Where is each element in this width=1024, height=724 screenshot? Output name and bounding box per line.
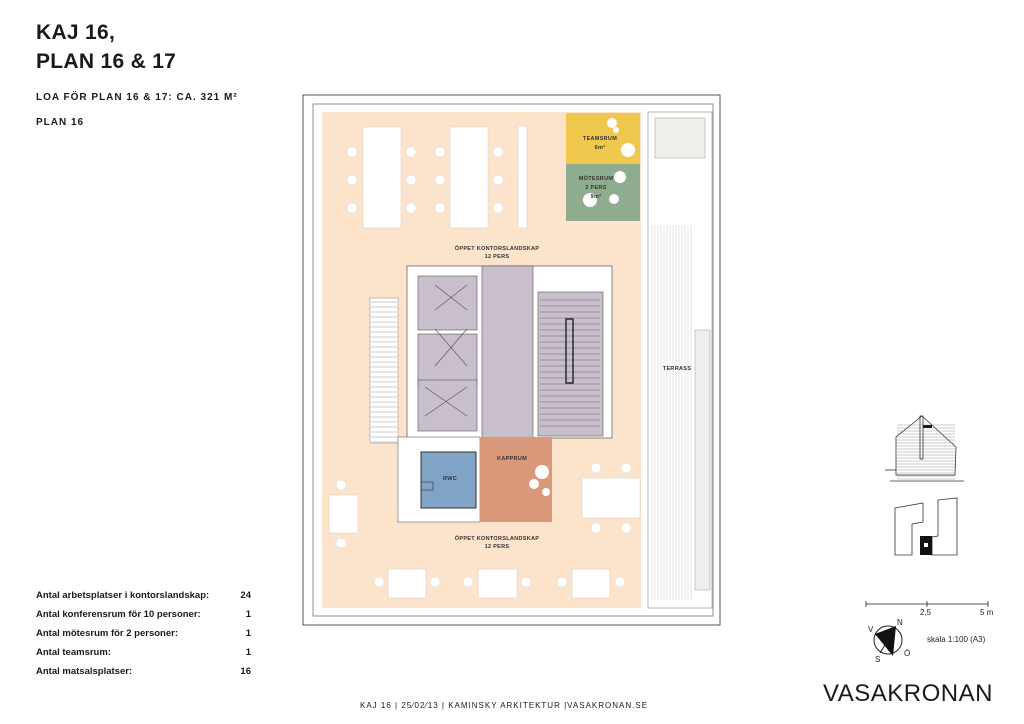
scale-bar [865, 601, 989, 607]
facade-line [312, 103, 714, 617]
chair [520, 576, 532, 588]
stat-label: Antal matsalsplatser: [36, 666, 133, 677]
label-open-office-top: ÖPPET KONTORSLANDSKAP [455, 245, 539, 252]
stat-label: Antal mötesrum för 2 personer: [36, 628, 178, 639]
terrace-decking [651, 225, 692, 600]
label-open-office-bottom-pers: 12 PERS [485, 544, 510, 550]
compass-s: S [875, 655, 880, 664]
stat-value: 24 [240, 590, 251, 601]
chair [335, 537, 347, 549]
compass-o: Ö [904, 649, 910, 658]
chair [434, 202, 446, 214]
label-teamsrum-area: 6m² [595, 144, 606, 151]
chair [405, 202, 417, 214]
motesrum-room [566, 164, 640, 221]
label-motesrum: MÖTESRUM [579, 175, 614, 182]
footer-text: KAJ 16 | 25⁄02⁄13 | KAMINSKY ARKITEKTUR … [360, 701, 649, 710]
rwc-room [420, 451, 477, 509]
stat-row: Antal matsalsplatser: 16 [36, 666, 251, 685]
section-key-plan [885, 415, 964, 482]
label-kapprum: KAPPRUM [497, 456, 527, 462]
label-teamsrum: TEAMSRUM [583, 136, 617, 142]
chair [405, 146, 417, 158]
corridor [481, 265, 534, 439]
desks [328, 125, 641, 599]
chair [492, 202, 504, 214]
chair [492, 174, 504, 186]
vasakronan-logo: VASAKRONAN [823, 680, 993, 707]
chair [373, 576, 385, 588]
compass-icon [873, 625, 903, 656]
chair [335, 479, 347, 491]
chairs [335, 146, 632, 588]
stat-label: Antal arbetsplatser i kontorslandskap: [36, 590, 210, 601]
stat-row: Antal arbetsplatser i kontorslandskap: 24 [36, 590, 251, 609]
stat-label: Antal teamsrum: [36, 647, 111, 658]
left-stair-steps [371, 301, 397, 443]
planter [694, 329, 711, 591]
compass-n: N [897, 618, 903, 627]
page-title: KAJ 16, PLAN 16 & 17 [36, 18, 176, 76]
chair [434, 146, 446, 158]
label-terrass: TERRASS [663, 366, 691, 372]
chair [556, 576, 568, 588]
chair [405, 174, 417, 186]
shaft [417, 379, 478, 432]
chair [590, 522, 602, 534]
stair-rail [565, 318, 574, 384]
label-rwc: RWC [443, 476, 457, 482]
scale-end-label: 5 m [980, 608, 994, 617]
label-open-office-top-pers: 12 PERS [485, 254, 510, 260]
stat-row: Antal teamsrum: 1 [36, 647, 251, 666]
chair [620, 522, 632, 534]
compass-v: V [868, 625, 874, 634]
shaft [417, 275, 478, 331]
plan-label: PLAN 16 [36, 117, 85, 128]
stats-table: Antal arbetsplatser i kontorslandskap: 24… [36, 590, 251, 685]
chair [492, 146, 504, 158]
chair [429, 576, 441, 588]
label-motesrum-area: 9m² [591, 193, 602, 200]
chair [434, 174, 446, 186]
section-hatch [897, 424, 955, 480]
room-furniture [420, 118, 635, 496]
label-motesrum-pers: 2 PERS [585, 185, 606, 191]
building-marker-inner [924, 543, 928, 547]
shaft-crosses [424, 284, 468, 417]
title-line-2: PLAN 16 & 17 [36, 50, 177, 73]
floor-marker [923, 425, 932, 428]
kapprum-room [480, 437, 552, 522]
stat-value: 1 [245, 647, 251, 658]
stat-value: 1 [245, 609, 251, 620]
chair [346, 202, 358, 214]
stat-row: Antal mötesrum för 2 personer: 1 [36, 628, 251, 647]
left-stair [369, 297, 399, 444]
chair [620, 462, 632, 474]
stat-value: 1 [245, 628, 251, 639]
loa-text: LOA FÖR PLAN 16 & 17: CA. 321 M² [36, 92, 238, 103]
title-line-1: KAJ 16, [36, 21, 116, 44]
stairwell [537, 291, 604, 437]
scale-mid-label: 2,5 [920, 608, 932, 617]
chair [462, 576, 474, 588]
chair [614, 576, 626, 588]
chair [346, 174, 358, 186]
label-open-office-bottom: ÖPPET KONTORSLANDSKAP [455, 535, 539, 542]
shaft [417, 333, 478, 387]
chair [590, 462, 602, 474]
stat-row: Antal konferensrum för 10 personer: 1 [36, 609, 251, 628]
chair [346, 146, 358, 158]
planter [654, 117, 706, 159]
stat-value: 16 [240, 666, 251, 677]
stat-label: Antal konferensrum för 10 personer: [36, 609, 201, 620]
stair-steps [540, 299, 600, 427]
scale-text: skala 1:100 (A3) [927, 635, 986, 644]
